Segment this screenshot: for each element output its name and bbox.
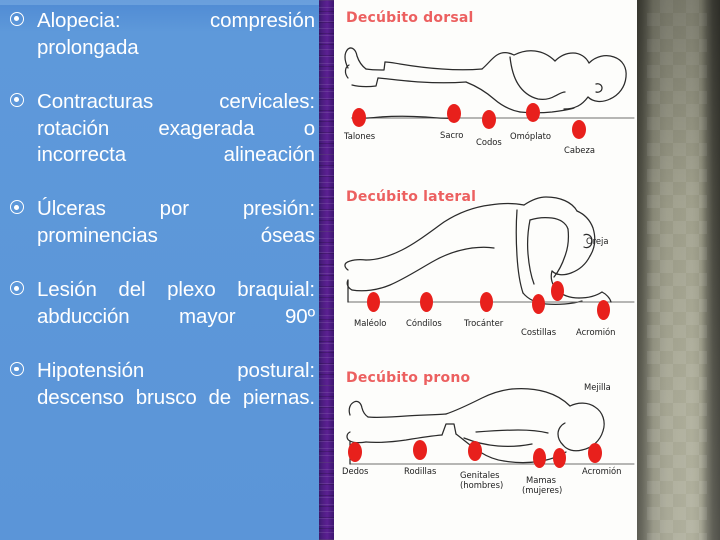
bullet-circle-dot-icon [10,12,24,26]
point-label: Trocánter [464,318,504,328]
point-label: Codos [476,137,502,147]
bullet-circle-dot-icon [10,362,24,377]
list-item: Contracturas cervicales: rotación exager… [6,89,315,196]
lateral-body-outline [344,196,635,305]
point-label: Sacro [440,130,464,140]
pressure-point-dot [413,440,427,460]
pressure-point-dot [367,292,380,312]
pressure-point-dot [420,292,433,312]
point-label: Maléolo [354,318,387,328]
pressure-point-dot [480,292,493,312]
band-diamond-pattern [647,0,707,540]
pressure-point-dot [597,300,610,320]
pressure-point-dot [447,104,461,123]
pressure-point-dot [526,103,540,122]
figure-title: Decúbito prono [346,370,471,386]
point-label: Talones [344,131,376,141]
point-label: Cóndilos [406,318,442,328]
list-item: Alopecia: compresión prolongada [6,8,315,88]
bullet-text: Lesión del plexo braquial: abducción may… [37,278,315,329]
purple-divider-bar [319,0,334,540]
decorative-side-band [637,0,720,540]
pressure-point-dot [551,281,564,301]
point-label: Omóplato [510,131,552,141]
point-label: Acromión [582,466,622,476]
bullet-text: Contracturas cervicales: rotación exager… [37,89,315,167]
pressure-point-dot [352,108,366,127]
point-label: Cabeza [564,145,595,155]
bullet-text: Alopecia: compresión prolongada [37,9,315,59]
divider-texture [319,0,334,540]
point-label: Rodillas [404,466,437,476]
supine-body-outline [344,47,635,120]
point-label: (hombres) [460,480,504,490]
point-label: Dedos [342,466,369,476]
figure-title: Decúbito dorsal [346,10,474,26]
bullet-circle-dot-icon [10,281,24,296]
bullet-text: Úlceras por presión: prominencias óseas [37,197,315,248]
pressure-point-dot [532,294,545,314]
pressure-point-dot [588,443,602,463]
point-label: Oreja [586,236,609,246]
point-label: Costillas [521,327,557,337]
bullet-text-panel: Alopecia: compresión prolongada Contract… [0,0,319,540]
pressure-point-dot [348,442,362,462]
panel-top-highlight [0,0,319,5]
pressure-point-dot [553,448,566,468]
list-item: Hipotensión postural: descenso brusco de… [6,358,315,438]
point-label: Genitales [460,470,500,480]
list-item: Lesión del plexo braquial: abducción may… [6,277,315,357]
point-label: Mejilla [584,382,611,392]
point-label: Acromión [576,327,616,337]
figure-decubito-lateral: Decúbito lateral [334,180,637,360]
pressure-point-dot [482,110,496,129]
figure-decubito-dorsal: Decúbito dorsal [334,0,637,180]
pressure-point-dot [468,441,482,461]
bullet-text: Hipotensión postural: descenso brusco de… [37,359,315,409]
anatomy-image-panel: Decúbito dorsal [334,0,637,540]
pressure-point-dot [572,120,586,139]
list-item: Úlceras por presión: prominencias óseas [6,196,315,276]
bullet-circle-dot-icon [10,200,24,215]
band-gradient-overlay [637,0,720,540]
pressure-point-dot [533,448,546,468]
figure-decubito-prono: Decúbito prono [334,360,637,540]
bullet-circle-dot-icon [10,92,24,107]
figure-title: Decúbito lateral [346,189,477,205]
point-label: (mujeres) [522,485,563,495]
point-label: Mamas [526,475,557,485]
bullet-list: Alopecia: compresión prolongada Contract… [0,0,319,438]
